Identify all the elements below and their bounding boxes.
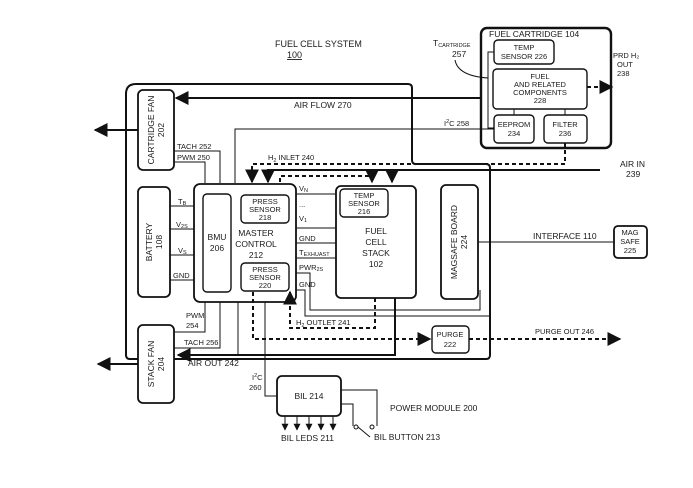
svg-text:MAG: MAG [621,228,638,237]
system-title: FUEL CELL SYSTEM [275,39,362,49]
tach-256-label: TACH 256 [184,338,218,347]
mag-safe-225 [613,225,648,259]
svg-text:239: 239 [626,169,640,179]
system-ref: 100 [287,50,302,60]
purge-feed-line [252,292,432,346]
vn-label: VN [299,184,308,194]
press-sensor-220 [240,262,290,292]
fuel-components-228 [492,68,588,110]
svg-text:SENSOR: SENSOR [249,205,281,214]
h2-inlet-line [245,143,566,184]
svg-text:CELL: CELL [365,237,387,247]
svg-text:BATTERY108: BATTERY108 [144,222,164,261]
v1-label: V1 [299,214,307,224]
vs-label: VS [178,246,187,256]
air-in-label: AIR IN [620,159,645,169]
prd-out-label: PRD H₂ [613,51,639,60]
svg-text:CONTROL: CONTROL [235,239,277,249]
svg-text:EEPROM: EEPROM [498,120,531,129]
svg-text:FILTER: FILTER [552,120,578,129]
svg-text:220: 220 [259,281,272,290]
svg-text:TEMP: TEMP [354,191,375,200]
power-module-label: POWER MODULE 200 [390,403,478,413]
svg-text:238: 238 [617,69,630,78]
svg-text:228: 228 [534,96,547,105]
svg-text:260: 260 [249,383,262,392]
battery-108 [137,186,171,298]
interface-label: INTERFACE 110 [533,231,597,241]
svg-text:STACK FAN204: STACK FAN204 [146,341,166,388]
svg-text:236: 236 [559,129,572,138]
svg-text:SAFE: SAFE [620,237,640,246]
h2-outlet-line [283,290,376,329]
svg-text:GND: GND [299,234,316,243]
pwm-254-label: PWM [186,311,204,320]
svg-text:254: 254 [186,321,199,330]
tach-252-label: TACH 252 [177,142,211,151]
svg-text:OUT: OUT [617,60,633,69]
svg-text:...: ... [299,200,305,209]
bil-leds [281,416,337,431]
svg-text:PRESS: PRESS [252,197,277,206]
svg-text:PRESS: PRESS [252,265,277,274]
svg-text:COMPONENTS: COMPONENTS [513,88,567,97]
i2c-258-label: I2C 258 [444,119,469,128]
i2c-260-label: I2C [252,373,263,382]
svg-text:MAGSAFE BOARD224: MAGSAFE BOARD224 [449,205,469,279]
svg-text:SENSOR: SENSOR [249,273,281,282]
svg-text:SENSOR: SENSOR [348,199,380,208]
bmu-206 [202,193,232,293]
pwm-250-label: PWM 250 [177,153,210,162]
texhaust-label: TEXHUAST [299,248,330,258]
svg-text:BIL 214: BIL 214 [295,391,324,401]
svg-text:234: 234 [508,129,521,138]
tb-label: TB [178,197,187,207]
svg-text:222: 222 [444,340,457,349]
svg-text:STACK: STACK [362,248,390,258]
i2c-260-line [264,302,277,397]
battery-gnd-label: GND [173,271,190,280]
svg-text:TEMP: TEMP [514,43,535,52]
pwr2s-label: PWR2S [299,263,324,273]
air-in-line [261,169,600,184]
svg-text:BMU: BMU [208,232,227,242]
svg-text:218: 218 [259,213,272,222]
cartridge-internal-bus [487,51,494,129]
purge-out-label: PURGE OUT 246 [535,327,594,336]
i2c-258-line [234,128,494,183]
svg-text:102: 102 [369,259,383,269]
svg-text:MASTER: MASTER [238,228,273,238]
air-out-line [176,298,396,362]
svg-text:FUEL: FUEL [365,226,387,236]
svg-text:GND: GND [299,280,316,289]
svg-text:AND RELATED: AND RELATED [514,80,567,89]
air-out-label: AIR OUT 242 [188,358,239,368]
svg-text:216: 216 [358,207,371,216]
bil-leds-label: BIL LEDS 211 [281,433,334,443]
svg-text:CARTRIDGE FAN202: CARTRIDGE FAN202 [146,96,166,165]
svg-text:FUEL: FUEL [530,72,549,81]
t-cartridge-ref: 257 [452,49,466,59]
v2s-label: V2S [176,220,188,230]
power-module-boundary [125,83,491,360]
svg-text:212: 212 [249,250,263,260]
svg-text:PURGE: PURGE [437,330,464,339]
fuel-cartridge-title: FUEL CARTRIDGE 104 [489,29,579,39]
press-sensor-218 [240,194,290,224]
svg-text:206: 206 [210,243,224,253]
bil-button-label: BIL BUTTON 213 [374,432,440,442]
temp-sensor-216 [339,188,389,218]
t-cartridge-label: TCARTRIDGE [433,38,471,49]
svg-text:SENSOR 226: SENSOR 226 [501,52,547,61]
bil-button-icon[interactable] [353,424,359,430]
air-flow-label: AIR FLOW 270 [294,100,352,110]
svg-text:225: 225 [624,246,637,255]
